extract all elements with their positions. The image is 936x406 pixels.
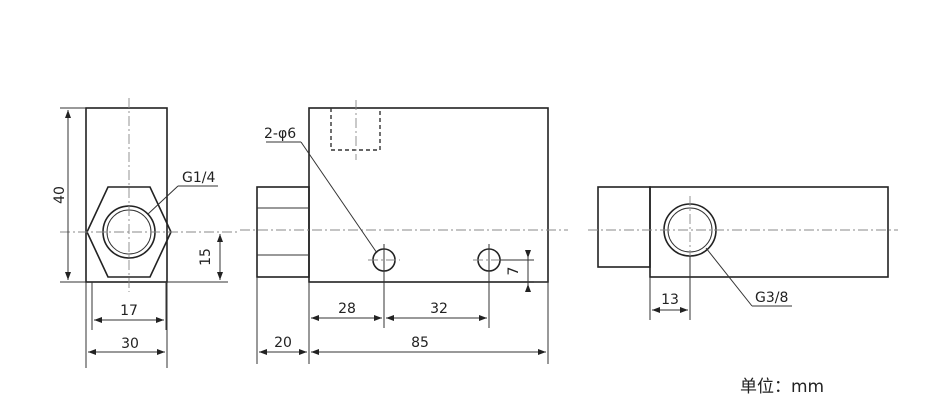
dim-port-offset-text: 13 [661, 292, 679, 308]
front-view: 2-φ6 7 28 32 20 85 [240, 100, 568, 364]
end-port-leader-line [705, 247, 753, 307]
end-port-label: G3/8 [755, 290, 788, 306]
hole-label: 2-φ6 [264, 126, 296, 142]
dim-boss-text: 20 [274, 335, 292, 351]
side-view: 40 15 17 30 G1/4 [52, 98, 240, 368]
end-boss-outline [597, 186, 651, 268]
hole-leader-line [300, 141, 378, 254]
port-leader-line [147, 185, 179, 215]
front-body-outline [308, 107, 549, 283]
end-body-outline [649, 186, 889, 278]
dim-hex-width-text: 17 [120, 303, 138, 319]
front-boss-outline [256, 186, 310, 278]
dim-length-text: 85 [411, 335, 429, 351]
dim-hole-y-text: 7 [506, 267, 522, 276]
units-label: 单位：mm [740, 377, 825, 397]
dim-hole-x1-text: 28 [338, 301, 356, 317]
dim-width-text: 30 [121, 336, 139, 352]
dim-port-height-text: 15 [198, 248, 214, 266]
end-port-outer-ring [663, 203, 717, 257]
dim-height-text: 40 [52, 186, 68, 204]
dim-hole-pitch-text: 32 [430, 301, 448, 317]
hidden-port-outline [330, 108, 381, 151]
end-view: 13 G3/8 [588, 186, 898, 320]
side-body-outline [85, 107, 168, 283]
port-label: G1/4 [182, 170, 215, 186]
